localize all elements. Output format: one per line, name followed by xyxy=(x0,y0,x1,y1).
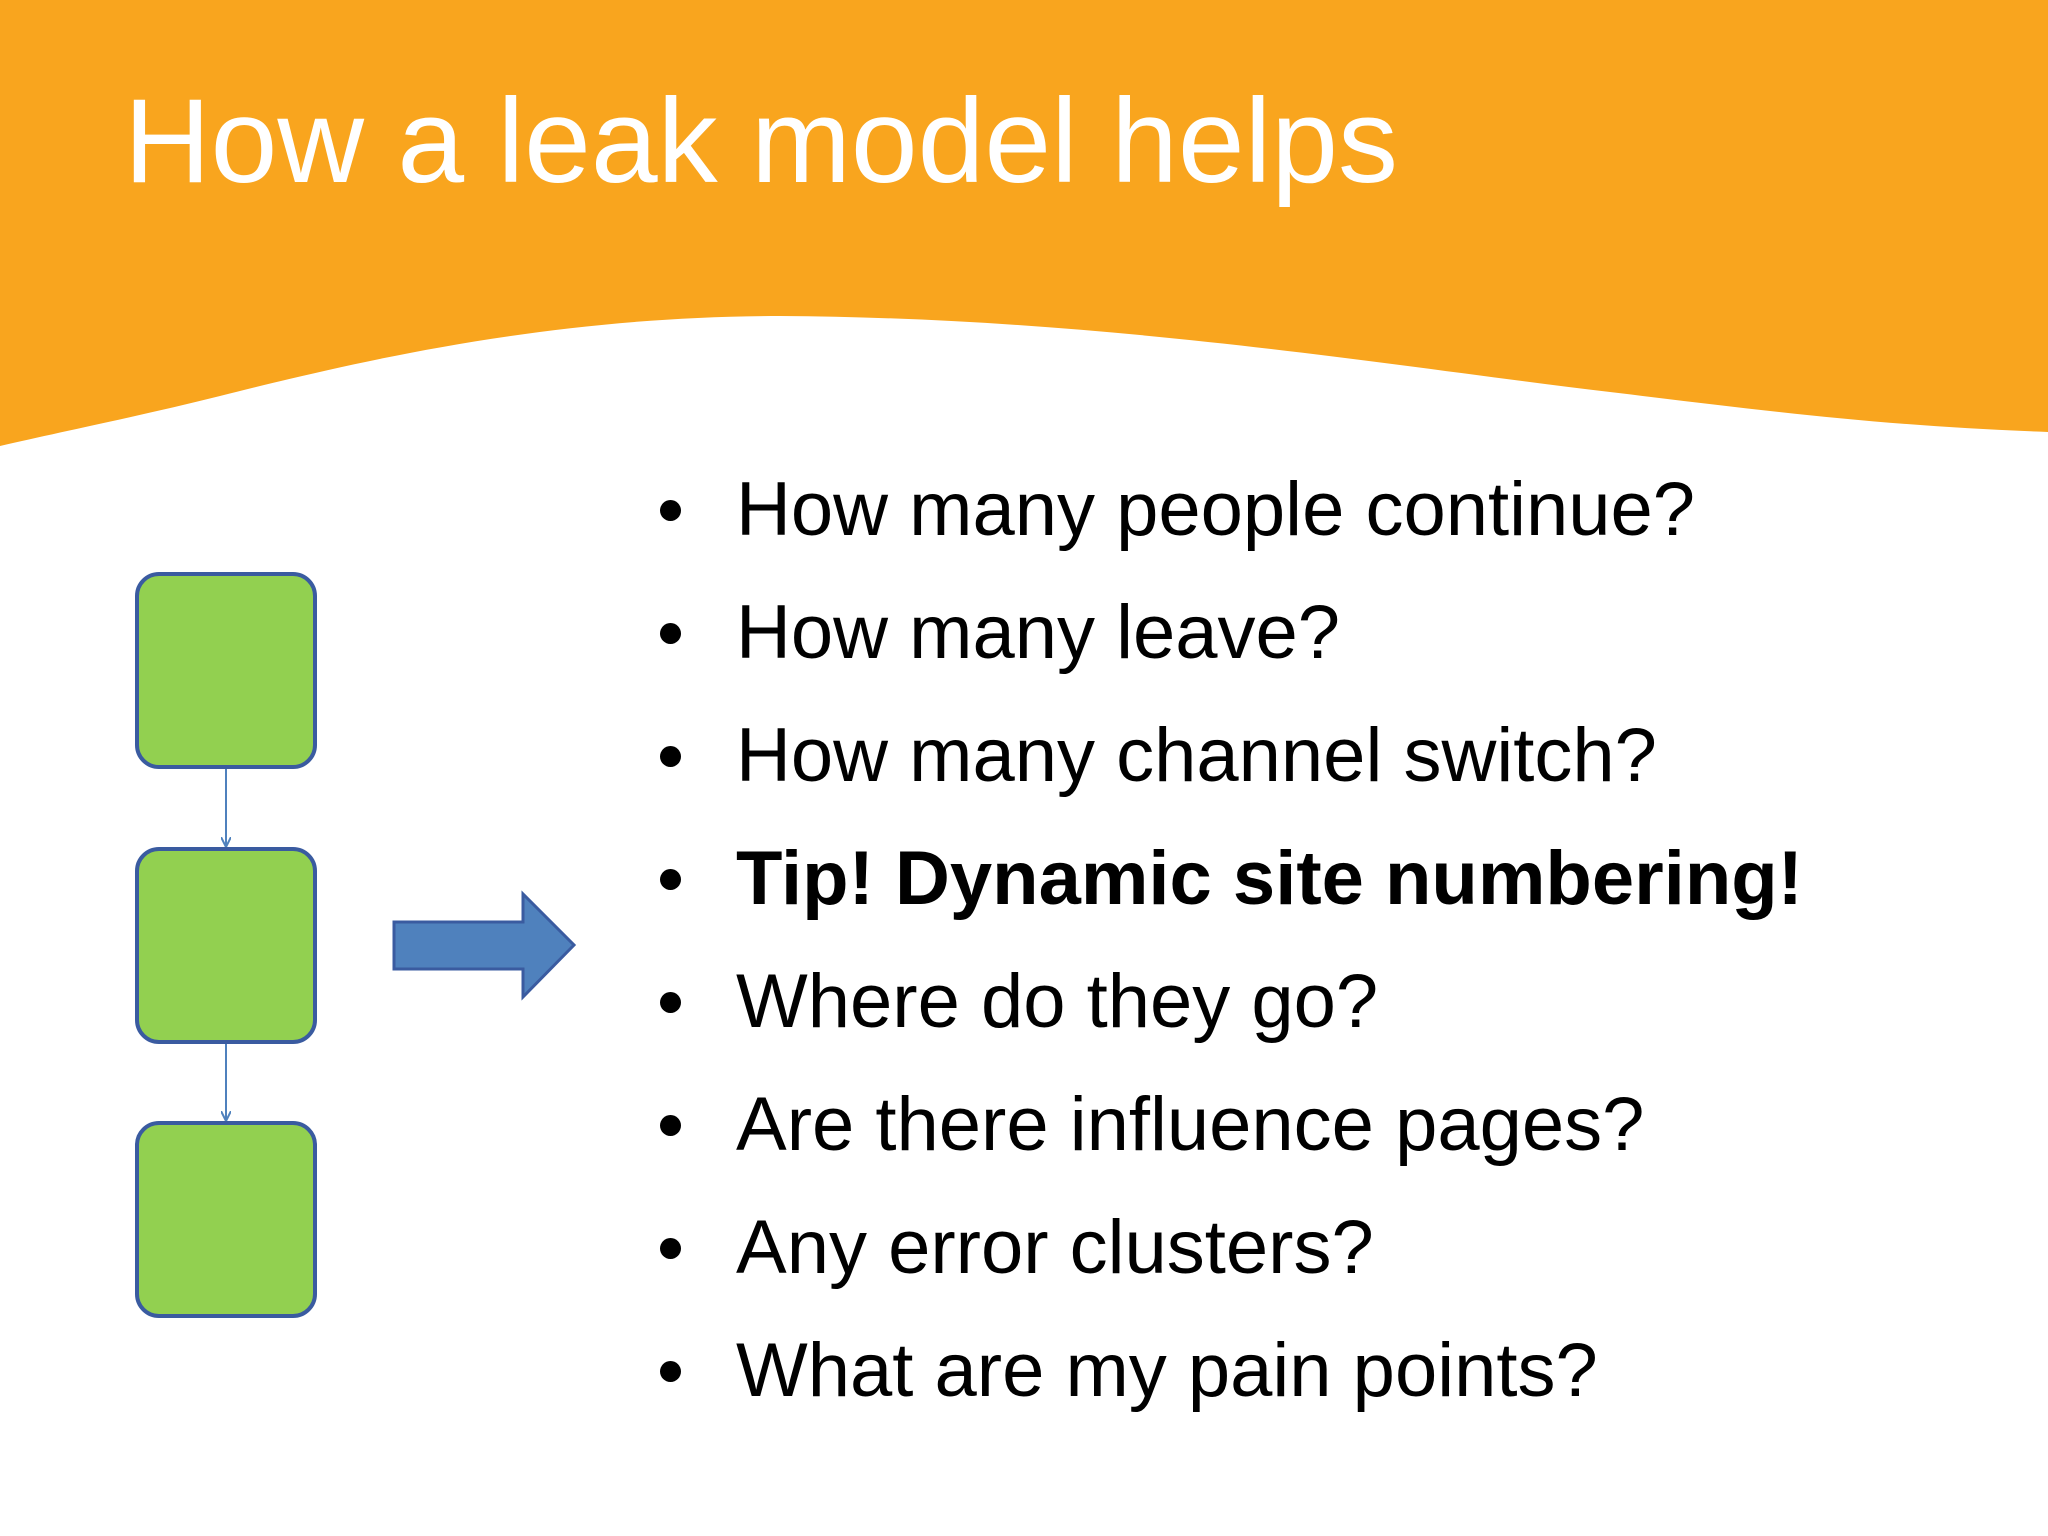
flow-step-box-2 xyxy=(135,847,317,1044)
right-block-arrow xyxy=(392,890,577,1001)
bullet-text: Where do they go? xyxy=(736,959,1379,1044)
bullet-dot xyxy=(660,500,681,521)
bullet-text: How many leave? xyxy=(736,590,1341,675)
bullet-text: How many people continue? xyxy=(736,467,1696,552)
bullet-text: What are my pain points? xyxy=(736,1328,1598,1413)
bullet-dot xyxy=(660,746,681,767)
bullet-text: Are there influence pages? xyxy=(736,1082,1645,1167)
title-banner xyxy=(0,0,2048,446)
bullet-dot xyxy=(660,1238,681,1259)
slide-title: How a leak model helps xyxy=(124,74,1399,208)
bullet-text: How many channel switch? xyxy=(736,713,1657,798)
bullet-dot xyxy=(660,623,681,644)
flow-step-box-3 xyxy=(135,1121,317,1318)
bullet-text: Tip! Dynamic site numbering! xyxy=(736,836,1803,921)
bullet-dot xyxy=(660,1115,681,1136)
bullet-text: Any error clusters? xyxy=(736,1205,1374,1290)
bullet-dot xyxy=(660,992,681,1013)
bullet-dot xyxy=(660,1361,681,1382)
banner-wave xyxy=(0,0,2048,446)
bullet-dot xyxy=(660,869,681,890)
flow-step-box-1 xyxy=(135,572,317,769)
